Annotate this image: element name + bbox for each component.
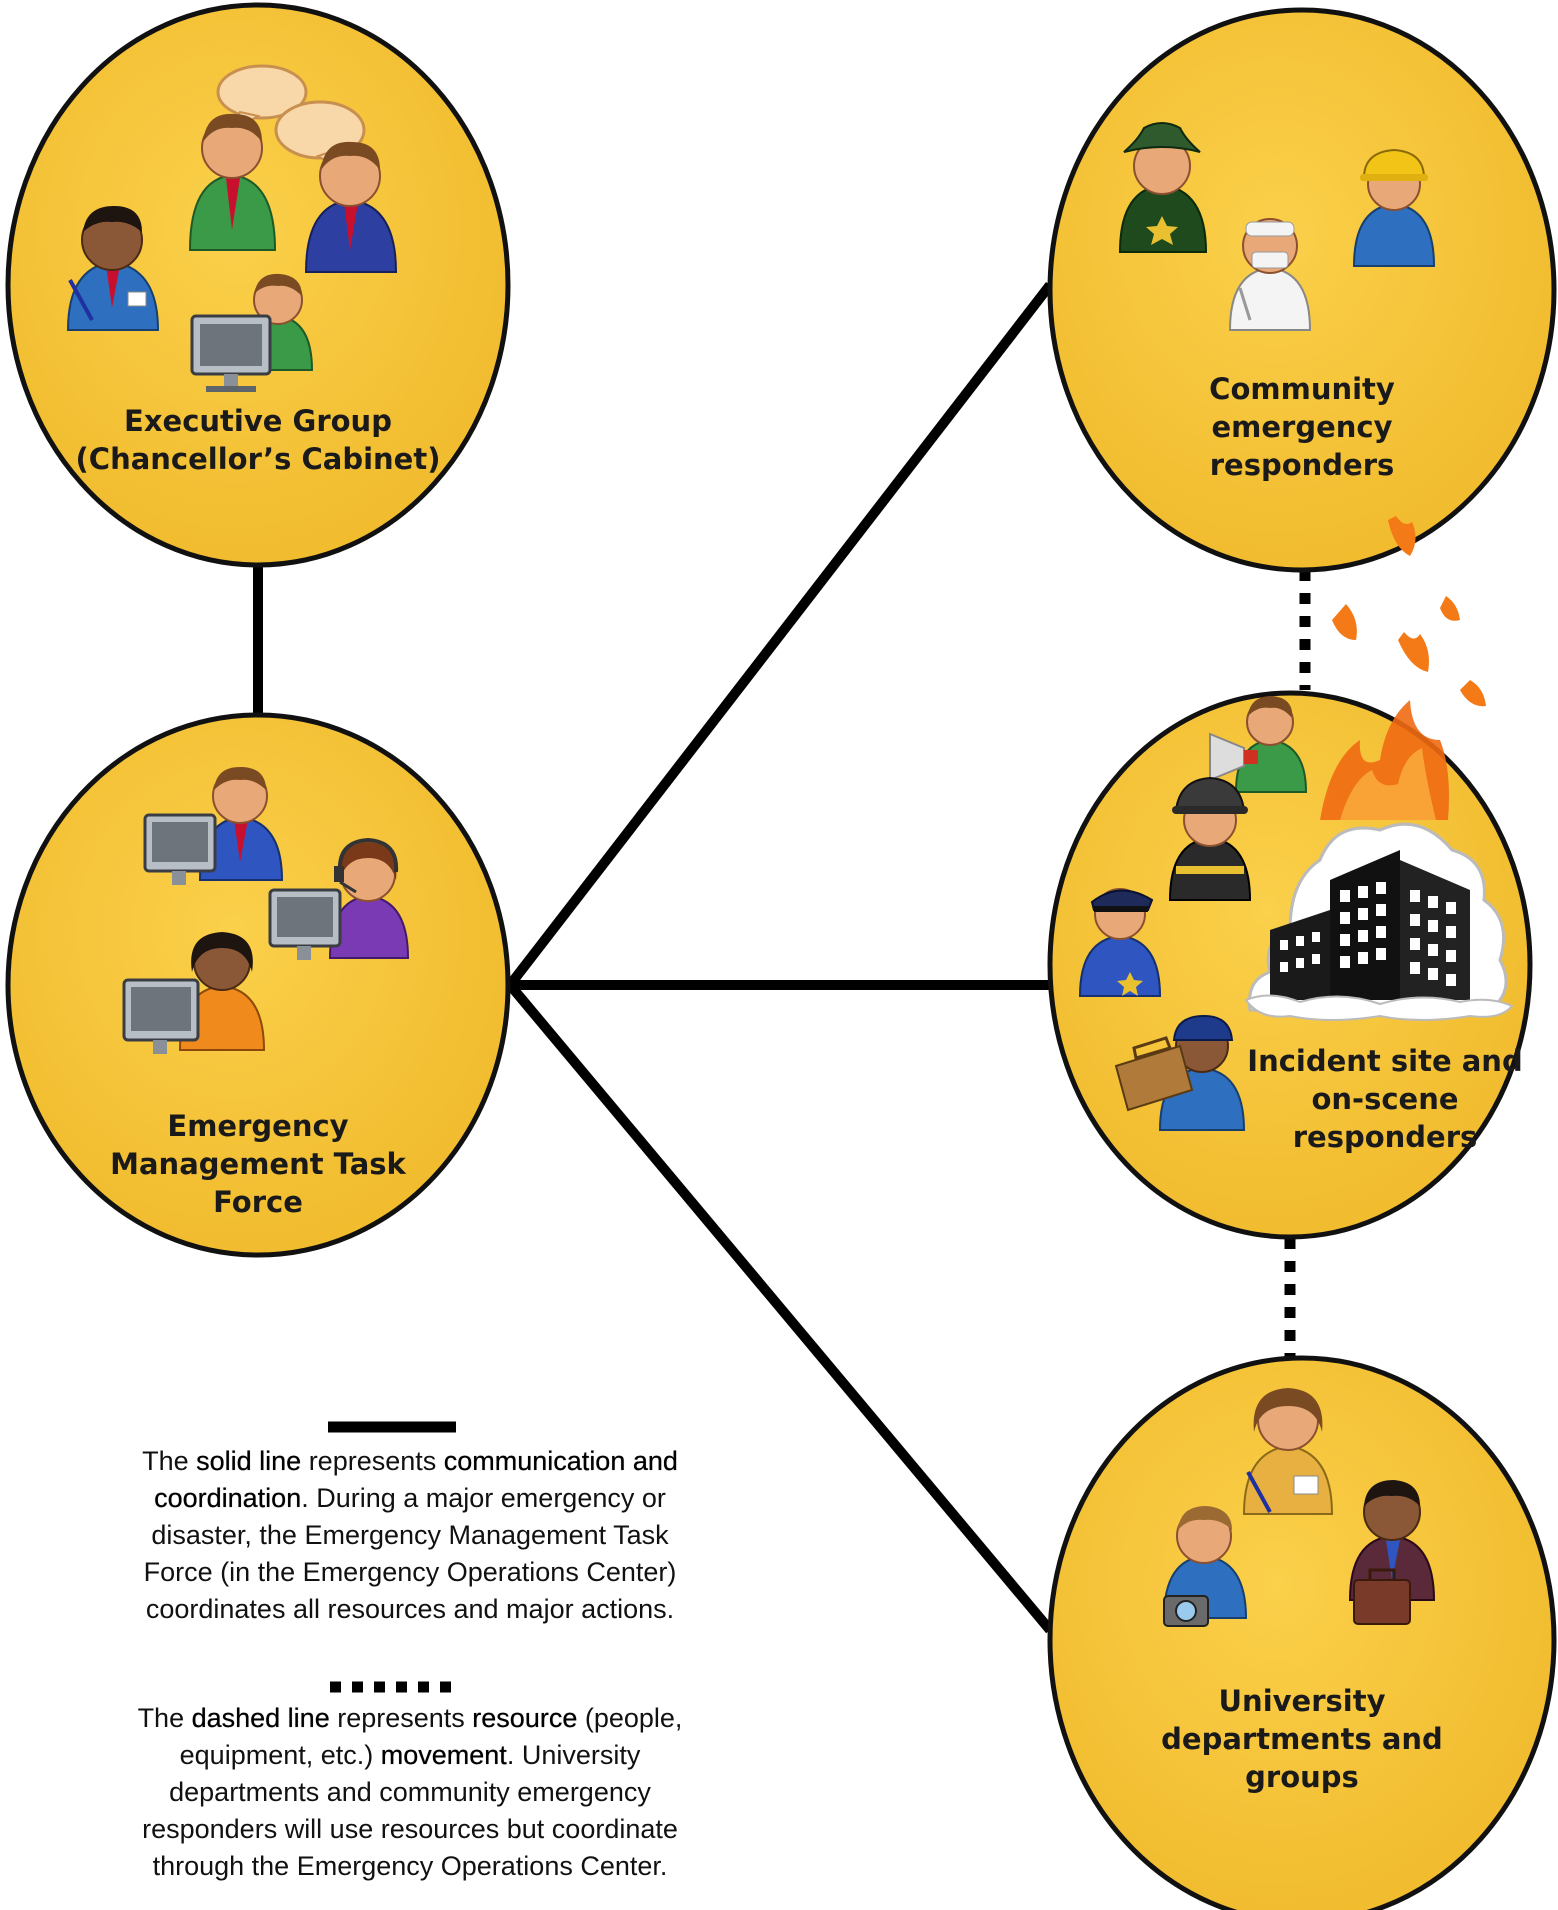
fire-flames-icon	[1320, 516, 1486, 820]
legend-solid-line-sample	[328, 1421, 456, 1433]
solid-connector-taskforce-community	[506, 281, 1054, 989]
node-incident-label: Incident site and on-scene responders	[1247, 1044, 1523, 1154]
building-icon	[1244, 822, 1514, 1021]
connectors	[253, 281, 1311, 1634]
node-university-label: University departments and groups	[1161, 1684, 1443, 1794]
community-responders-icon	[1118, 122, 1436, 331]
incident-site-icon	[1078, 696, 1514, 1131]
task-force-operators-icon	[122, 766, 410, 1054]
legend-dashed-description: The dashed line represents resource (peo…	[137, 1703, 683, 1881]
solid-connector-taskforce-university	[506, 981, 1054, 1634]
node-executive-label: Executive Group (Chancellor’s Cabinet)	[75, 404, 441, 476]
legend-dashed-line-sample	[330, 1681, 458, 1693]
university-people-icon	[1162, 1388, 1436, 1627]
executive-people-icon	[66, 64, 398, 392]
megaphone-person-icon	[1209, 696, 1308, 793]
legend-solid-description: The solid line represents communication …	[142, 1446, 678, 1624]
node-taskforce-label: Emergency Management Task Force	[110, 1109, 406, 1219]
node-university-circle	[1047, 1355, 1557, 1910]
node-community-label: Community emergency responders	[1209, 372, 1395, 482]
